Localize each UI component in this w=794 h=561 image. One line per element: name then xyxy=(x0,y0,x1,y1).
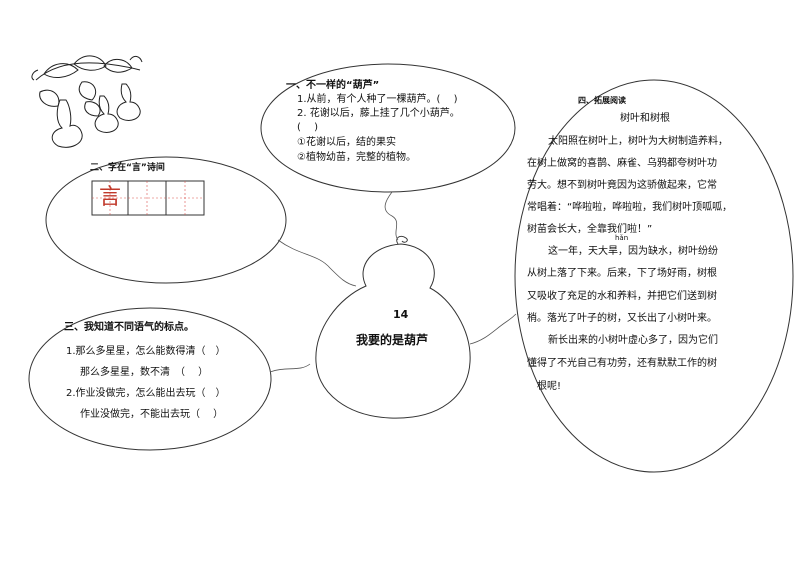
connector-left-upper xyxy=(277,239,357,287)
gourd-stem xyxy=(396,235,408,245)
lesson-number: 14 xyxy=(393,308,409,321)
section4-bubble xyxy=(514,79,794,473)
section3-bubble xyxy=(28,307,272,451)
section1-option-2: ②植物幼苗，完整的植物。 xyxy=(297,152,416,163)
section3-line-1: 1.那么多星星，怎么能数得清（ ） xyxy=(66,346,226,357)
section1-line-3: ( ) xyxy=(297,122,318,133)
story-line-4: 常唱着：“哗啦啦，哗啦啦，我们树叶顶呱呱， xyxy=(527,202,733,213)
connector-left-lower xyxy=(269,363,311,373)
story-line-11: 懂得了不光自己有功劳，还有默默工作的树 xyxy=(527,358,717,369)
section1-bubble xyxy=(260,63,516,193)
story-line-2: 在树上做窝的喜鹊、麻雀、乌鸦都夸树叶功 xyxy=(527,158,717,169)
story-line-12: 根呢! xyxy=(537,381,562,392)
grid-character: 言 xyxy=(98,185,121,210)
gourd-outline xyxy=(315,243,471,419)
section3-line-2: 那么多星星，数不清 （ ） xyxy=(80,367,209,378)
char-grid xyxy=(91,180,205,216)
story-line-8: 又吸收了充足的水和养料，并把它们送到树 xyxy=(527,291,717,302)
pinyin-annotation: hǎn xyxy=(615,234,629,242)
story-title: 树叶和树根 xyxy=(620,113,670,124)
story-line-10: 新长出来的小树叶虚心多了，因为它们 xyxy=(548,335,718,346)
story-line-5: 树苗会长大，全靠我们啦！” xyxy=(527,224,653,235)
section3-line-3: 2.作业没做完，怎么能出去玩（ ） xyxy=(66,388,226,399)
section2-bubble xyxy=(45,156,287,284)
section1-heading: 一、不一样的“葫芦” xyxy=(286,80,380,91)
story-line-7: 从树上落了下来。后来，下了场好雨，树根 xyxy=(527,268,717,279)
section4-heading: 四、拓展阅读 xyxy=(578,96,626,105)
section3-line-4: 作业没做完，不能出去玩（ ） xyxy=(80,409,224,420)
connector-top xyxy=(384,191,399,241)
story-line-9: 梢。落光了叶子的树，又长出了小树叶来。 xyxy=(527,313,717,324)
story-line-6: 这一年，天大旱，因为缺水，树叶纷纷 xyxy=(548,246,718,257)
story-line-1: 太阳照在树叶上，树叶为大树制造养料， xyxy=(548,136,728,147)
section1-line-2: 2. 花谢以后，藤上挂了几个小葫芦。 xyxy=(297,108,460,119)
section3-heading: 三、我知道不同语气的标点。 xyxy=(64,322,194,333)
gourd-vine-illustration xyxy=(31,55,143,148)
lesson-title: 我要的是葫芦 xyxy=(356,333,429,347)
section2-heading: 二、字在“言”诗间 xyxy=(90,163,165,173)
connector-right xyxy=(469,313,517,345)
story-line-3: 劳大。想不到树叶竟因为这骄傲起来，它常 xyxy=(527,180,717,191)
section1-option-1: ①花谢以后，结的果实 xyxy=(297,137,396,148)
section1-line-1: 1.从前，有个人种了一棵葫芦。( ) xyxy=(297,94,458,105)
